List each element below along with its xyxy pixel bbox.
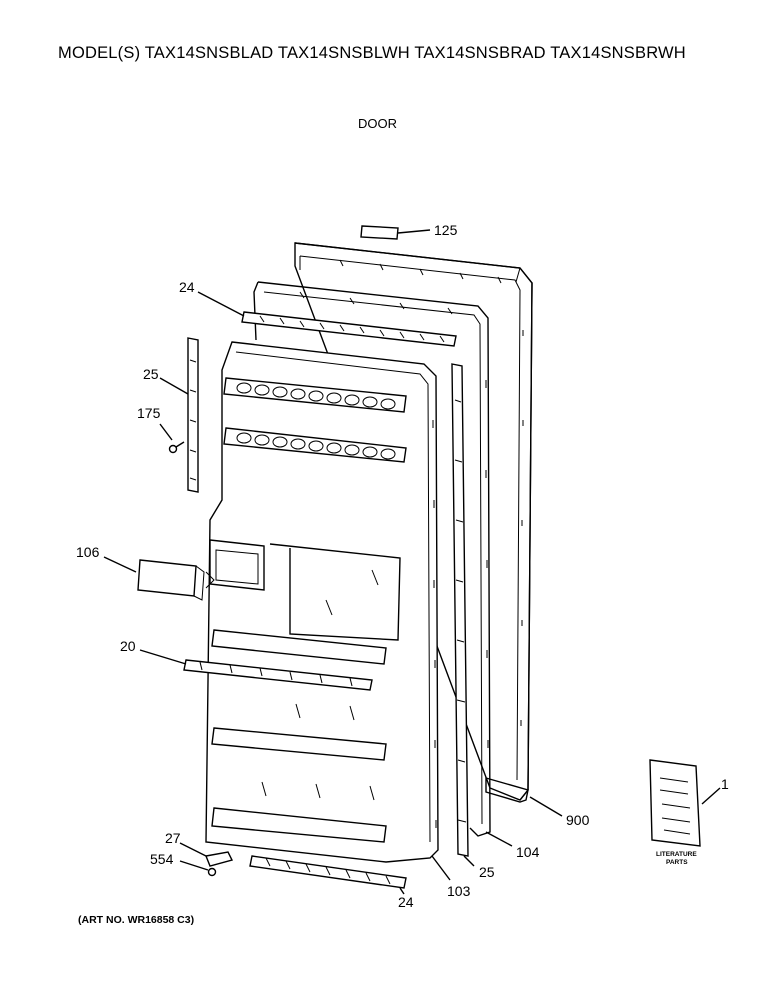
callout-103: 103	[447, 883, 471, 899]
callout-20: 20	[120, 638, 136, 654]
part-175-screw	[159, 423, 185, 454]
part-554-screw	[179, 860, 217, 877]
literature-label-line1: LITERATURE	[656, 851, 697, 858]
callout-554: 554	[150, 851, 174, 867]
part-24-top-trim	[197, 291, 457, 347]
part-24-bottom-trim	[249, 855, 407, 895]
art-number: (ART NO. WR16858 C3)	[78, 914, 195, 926]
part-103-door-liner	[205, 341, 451, 881]
section-title: DOOR	[358, 116, 397, 131]
part-106-cover	[103, 556, 215, 601]
callout-25-right: 25	[479, 864, 495, 880]
callout-104: 104	[516, 844, 540, 860]
part-27-hinge	[179, 842, 234, 867]
part-25-left-trim	[159, 337, 199, 493]
part-25-right-trim	[451, 363, 475, 867]
callout-125: 125	[434, 222, 458, 238]
part-1-literature: LITERATURE PARTS	[649, 759, 721, 866]
page-title: MODEL(S) TAX14SNSBLAD TAX14SNSBLWH TAX14…	[58, 44, 686, 62]
literature-label-line2: PARTS	[666, 859, 688, 866]
part-125-label-plate	[360, 225, 431, 240]
part-104-gasket	[253, 281, 513, 847]
callout-175: 175	[137, 405, 161, 421]
callout-24-bottom: 24	[398, 894, 414, 910]
callout-24-top: 24	[179, 279, 195, 295]
callout-1: 1	[721, 776, 729, 792]
callout-900: 900	[566, 812, 590, 828]
part-20-shelf-bar	[139, 649, 373, 691]
callout-25-left: 25	[143, 366, 159, 382]
callout-27: 27	[165, 830, 181, 846]
callout-106: 106	[76, 544, 100, 560]
